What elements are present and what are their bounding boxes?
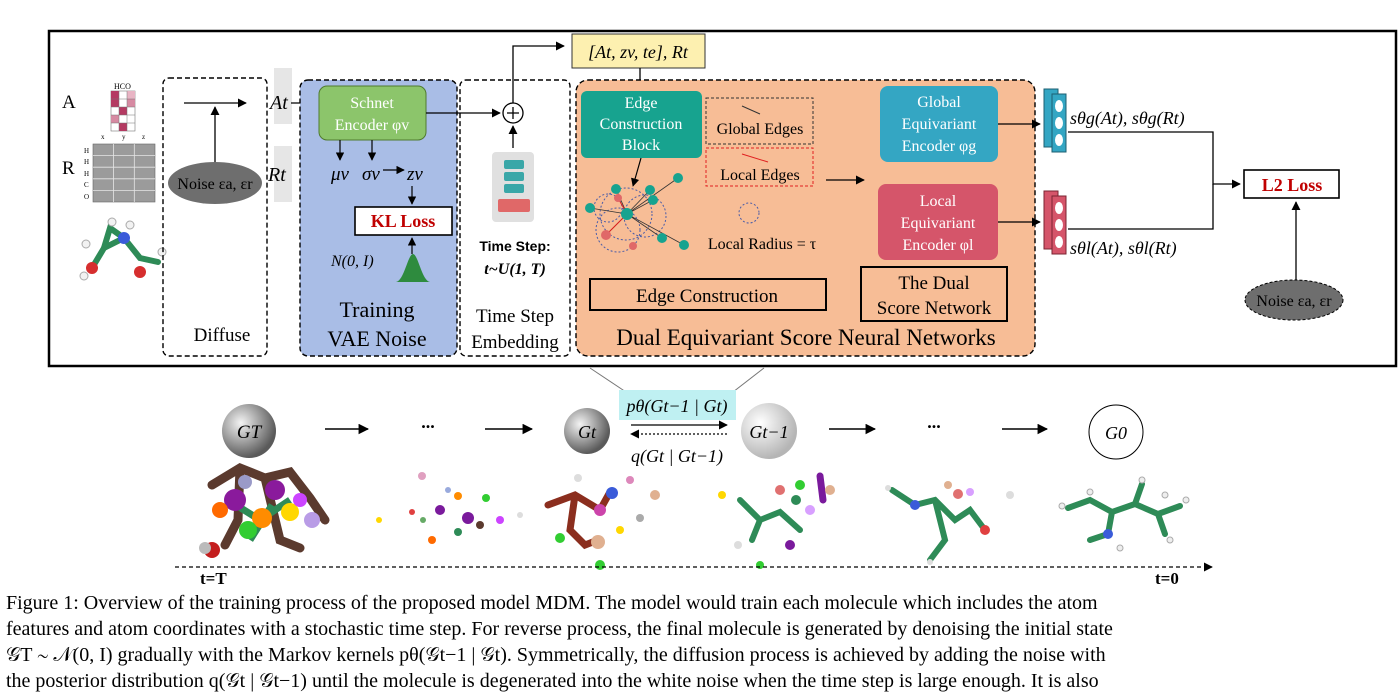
input-at-label: At <box>268 92 288 114</box>
caption-line-4: the posterior distribution q(𝒢t | 𝒢t−1) … <box>6 670 1099 692</box>
edge-construction-label-box <box>589 278 827 311</box>
molecule-snapshot-late <box>718 472 835 569</box>
global-encoder-block <box>880 86 998 162</box>
state-ellipsis-1: ... <box>421 412 435 432</box>
global-edges-legend <box>705 97 814 145</box>
noise-ellipse-left <box>168 162 262 204</box>
time-end-label: t=0 <box>1155 569 1179 588</box>
local-encoder-block <box>878 184 998 260</box>
svg-text:Schnet: Schnet <box>350 95 394 112</box>
coordinate-matrix: x y z H H H C O <box>84 133 156 203</box>
svg-text:GT: GT <box>237 422 263 443</box>
timestep-box <box>459 79 571 357</box>
svg-text:x: x <box>101 133 105 141</box>
svg-text:Edge: Edge <box>625 95 658 112</box>
state-node-gt <box>564 408 610 454</box>
svg-text:Encoder φg: Encoder φg <box>902 138 977 155</box>
dual-panel-title: Dual Equivariant Score Neural Networks <box>616 325 995 350</box>
local-edges-legend <box>705 147 814 187</box>
svg-text:Gt−1: Gt−1 <box>749 422 788 442</box>
state-ellipsis-2: ... <box>927 412 941 432</box>
state-node-gT <box>222 404 276 458</box>
vae-title-line1: Training <box>340 297 415 322</box>
z-label: zv <box>406 164 423 185</box>
matrix-header: HCO <box>114 82 131 91</box>
state-node-g0 <box>1088 404 1144 460</box>
l2-loss-box <box>1243 169 1340 199</box>
input-tuple-label: [At, zv, te], Rt <box>588 42 689 62</box>
noise-ellipse-right <box>1244 279 1344 321</box>
edge-construction-block <box>581 91 702 158</box>
svg-text:Score Network: Score Network <box>877 298 992 319</box>
molecule-snapshot-final <box>1058 476 1190 552</box>
svg-text:Encoder φv: Encoder φv <box>335 117 410 134</box>
noise-right-label: Noise εa, εr <box>1256 293 1332 310</box>
dual-score-network-box <box>860 266 1008 322</box>
overview-frame <box>47 29 1398 368</box>
svg-text:Equivariant: Equivariant <box>902 116 977 133</box>
local-radius-label: Local Radius = τ <box>708 236 817 253</box>
vae-title-line2: VAE Noise <box>327 326 426 351</box>
svg-text:The Dual: The Dual <box>898 273 969 294</box>
molecule-snapshot-noise <box>376 472 523 544</box>
timestep-label-line2: t~U(1, T) <box>484 261 546 278</box>
timestep-label-line1: Time Step: <box>479 238 550 254</box>
caption-line-3: 𝒢T ∼ 𝒩(0, I) gradually with the Markov k… <box>6 644 1106 666</box>
global-output-stack <box>1043 88 1067 153</box>
prior-label: N(0, I) <box>330 253 374 270</box>
molecule-snapshot-mid <box>544 474 660 570</box>
svg-text:Edge Construction: Edge Construction <box>636 286 778 307</box>
diffuse-box <box>162 77 268 357</box>
reverse-kernel-label: pθ(Gt−1 | Gt) <box>625 396 728 417</box>
svg-text:C: C <box>84 181 89 189</box>
svg-text:Global: Global <box>917 94 961 111</box>
input-rt-label: Rt <box>267 164 286 186</box>
svg-text:H: H <box>84 158 89 166</box>
molecule-snapshot-t <box>199 462 330 558</box>
l2-loss-label: L2 Loss <box>1262 175 1323 195</box>
mu-label: μv <box>330 164 350 185</box>
input-tuple-box <box>571 33 706 69</box>
noise-left-label: Noise εa, εr <box>177 176 253 193</box>
svg-text:Local Edges: Local Edges <box>720 167 800 184</box>
svg-text:G0: G0 <box>1105 423 1127 443</box>
sigma-label: σv <box>362 164 380 185</box>
forward-kernel-label: q(Gt | Gt−1) <box>631 446 723 467</box>
svg-text:Block: Block <box>622 137 660 154</box>
svg-text:H: H <box>84 170 89 178</box>
timestep-title-line1: Time Step <box>476 306 554 327</box>
svg-text:O: O <box>84 193 89 201</box>
caption-line-1: Figure 1: Overview of the training proce… <box>6 592 1098 614</box>
molecule-snapshot-near <box>885 481 1014 565</box>
local-score-label: sθl(At), sθl(Rt) <box>1070 238 1177 259</box>
timestep-title-line2: Embedding <box>471 332 559 353</box>
svg-text:Local: Local <box>920 193 957 210</box>
caption-line-2: features and atom coordinates with a sto… <box>6 618 1113 640</box>
svg-text:Encoder φl: Encoder φl <box>903 237 975 254</box>
gaussian-curve <box>396 254 430 282</box>
svg-text:z: z <box>142 133 145 141</box>
kl-loss-label: KL Loss <box>371 211 436 231</box>
time-start-label: t=T <box>200 569 227 588</box>
row-r-label: R <box>62 158 75 179</box>
row-a-label: A <box>62 92 76 113</box>
figure-caption: Figure 1: Overview of the training proce… <box>6 590 1396 694</box>
svg-text:Gt: Gt <box>578 422 597 442</box>
figure-diagram: A R HCO x y z H H H C O <box>47 29 1398 588</box>
input-molecule-image <box>79 217 167 281</box>
local-radius-circle <box>738 202 760 224</box>
svg-text:y: y <box>122 133 126 141</box>
kl-loss-box <box>354 206 453 236</box>
reverse-kernel-box <box>619 390 736 420</box>
svg-text:Equivariant: Equivariant <box>901 215 976 232</box>
atom-matrix: HCO <box>110 82 136 132</box>
svg-text:H: H <box>84 147 89 155</box>
diffuse-title: Diffuse <box>194 325 251 346</box>
edge-graph-illustration <box>585 173 689 253</box>
state-node-gt-1 <box>741 403 797 459</box>
svg-text:Construction: Construction <box>600 116 683 133</box>
global-score-label: sθg(At), sθg(Rt) <box>1070 108 1185 129</box>
local-output-stack <box>1043 190 1067 255</box>
svg-text:Global Edges: Global Edges <box>717 121 804 138</box>
